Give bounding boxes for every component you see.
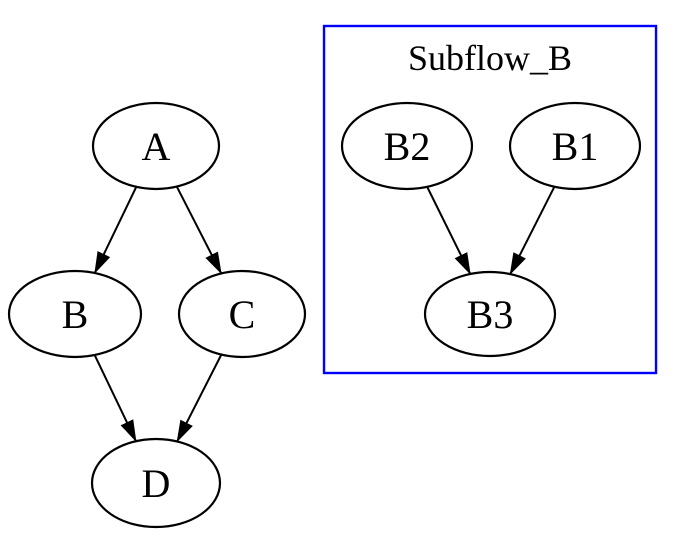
cluster-layer <box>322 24 658 375</box>
node-label-B1: B1 <box>552 124 599 169</box>
node-ellipse-B <box>7 269 143 359</box>
node-ellipse-B3 <box>423 270 557 358</box>
edge-B2-B3 <box>426 186 472 275</box>
edge-B-D <box>93 354 137 443</box>
node-ellipse-C <box>177 269 307 359</box>
node-ellipse-B1 <box>508 101 642 191</box>
node-label-B2: B2 <box>384 124 431 169</box>
node-ellipse-B2 <box>340 101 474 191</box>
node-ellipse-A <box>91 101 221 191</box>
node-label-C: C <box>229 292 256 337</box>
cluster-border <box>322 24 658 375</box>
edges-layer <box>93 186 556 443</box>
edge-C-D <box>176 354 223 443</box>
node-label-B3: B3 <box>467 292 514 337</box>
node-label-B: B <box>62 292 89 337</box>
edge-A-B <box>93 186 138 274</box>
edge-A-C <box>175 186 223 275</box>
node-ellipse-D <box>90 437 222 529</box>
edge-B1-B3 <box>509 186 556 275</box>
node-label-D: D <box>142 461 171 506</box>
cluster-title: Subflow_B <box>408 38 572 78</box>
node-label-A: A <box>142 124 171 169</box>
